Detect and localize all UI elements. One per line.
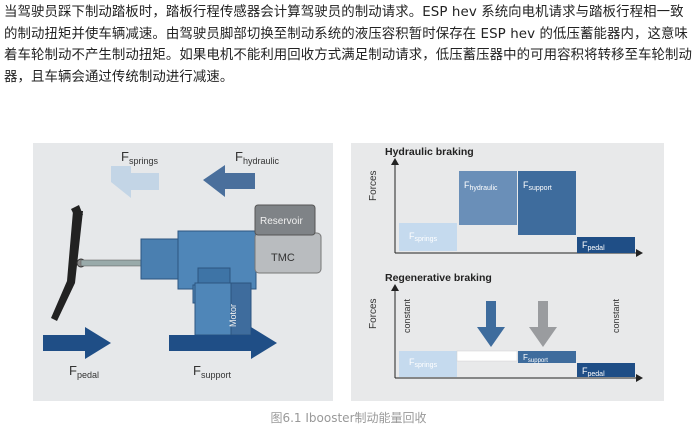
- springs-label-f: F: [121, 149, 129, 164]
- hydraulic-arrow: [203, 165, 255, 197]
- r-pedal-f: F: [582, 366, 588, 376]
- h-springs-f: F: [409, 231, 415, 241]
- regenerative-ylabel: Forces: [368, 298, 379, 329]
- constant-left-label: constant: [402, 298, 412, 333]
- springs-label-sub: springs: [129, 156, 159, 166]
- hydraulic-label-sub: hydraulic: [243, 156, 280, 166]
- figure: Fsprings Fhydraulic TMC Reservoir: [33, 143, 664, 401]
- regenerative-braking-chart: Regenerative braking Forces constant con…: [368, 272, 643, 382]
- svg-text:Fpedal: Fpedal: [582, 366, 605, 378]
- pedal-label-sub: pedal: [77, 370, 99, 380]
- hydraulic-label-f: F: [235, 149, 243, 164]
- svg-text:Fsprings: Fsprings: [409, 231, 438, 243]
- regen-arrow-gray: [529, 301, 557, 347]
- springs-arrow: [111, 166, 159, 198]
- svg-text:Fhydraulic: Fhydraulic: [235, 149, 279, 166]
- h-pedal-sub: pedal: [588, 245, 606, 252]
- hydraulic-ylabel: Forces: [368, 170, 379, 201]
- h-support-f: F: [523, 180, 529, 190]
- r-support-f: F: [523, 353, 528, 362]
- svg-text:Fsupport: Fsupport: [523, 353, 548, 364]
- svg-text:Fsupport: Fsupport: [523, 180, 552, 192]
- reservoir-label: Reservoir: [260, 216, 303, 227]
- regenerative-chart-title: Regenerative braking: [385, 272, 492, 284]
- r-springs-f: F: [409, 357, 415, 367]
- r-support-sub: support: [528, 358, 548, 364]
- support-label-sub: support: [201, 370, 232, 380]
- hydraulic-chart-title: Hydraulic braking: [385, 146, 474, 158]
- h-support-sub: support: [529, 185, 552, 192]
- charts-panel: Hydraulic braking Forces Fsprings Fhydra…: [351, 143, 664, 401]
- regen-arrow-dark: [477, 301, 505, 347]
- r-pedal-sub: pedal: [588, 371, 606, 378]
- figure-caption: 图6.1 Ibooster制动能量回收: [270, 411, 427, 425]
- ibooster-unit: TMC Reservoir Motor: [140, 204, 322, 336]
- svg-text:Fsprings: Fsprings: [121, 149, 158, 166]
- h-hydraulic-sub: hydraulic: [470, 185, 499, 192]
- mechanism-panel: Fsprings Fhydraulic TMC Reservoir: [33, 143, 333, 401]
- tmc-label: TMC: [271, 252, 295, 264]
- svg-text:Fpedal: Fpedal: [69, 363, 99, 380]
- pedal-label-f: F: [69, 363, 77, 378]
- svg-text:Fsupport: Fsupport: [193, 363, 231, 380]
- h-springs-sub: springs: [415, 236, 438, 243]
- hydraulic-braking-chart: Hydraulic braking Forces Fsprings Fhydra…: [368, 146, 643, 257]
- support-label-f: F: [193, 363, 201, 378]
- h-pedal-f: F: [582, 240, 588, 250]
- pedal-arrow: [43, 327, 111, 359]
- h-hydraulic-f: F: [464, 180, 470, 190]
- r-springs-sub: springs: [415, 362, 438, 369]
- svg-text:Fsprings: Fsprings: [409, 357, 438, 369]
- svg-text:Fhydraulic: Fhydraulic: [464, 180, 498, 192]
- svg-text:Fpedal: Fpedal: [582, 240, 605, 252]
- motor-label: Motor: [228, 304, 238, 327]
- support-arrow: [169, 327, 277, 359]
- body-paragraph: 当驾驶员踩下制动踏板时，踏板行程传感器会计算驾驶员的制动请求。ESP hev 系…: [4, 5, 693, 85]
- constant-right-label: constant: [611, 298, 621, 333]
